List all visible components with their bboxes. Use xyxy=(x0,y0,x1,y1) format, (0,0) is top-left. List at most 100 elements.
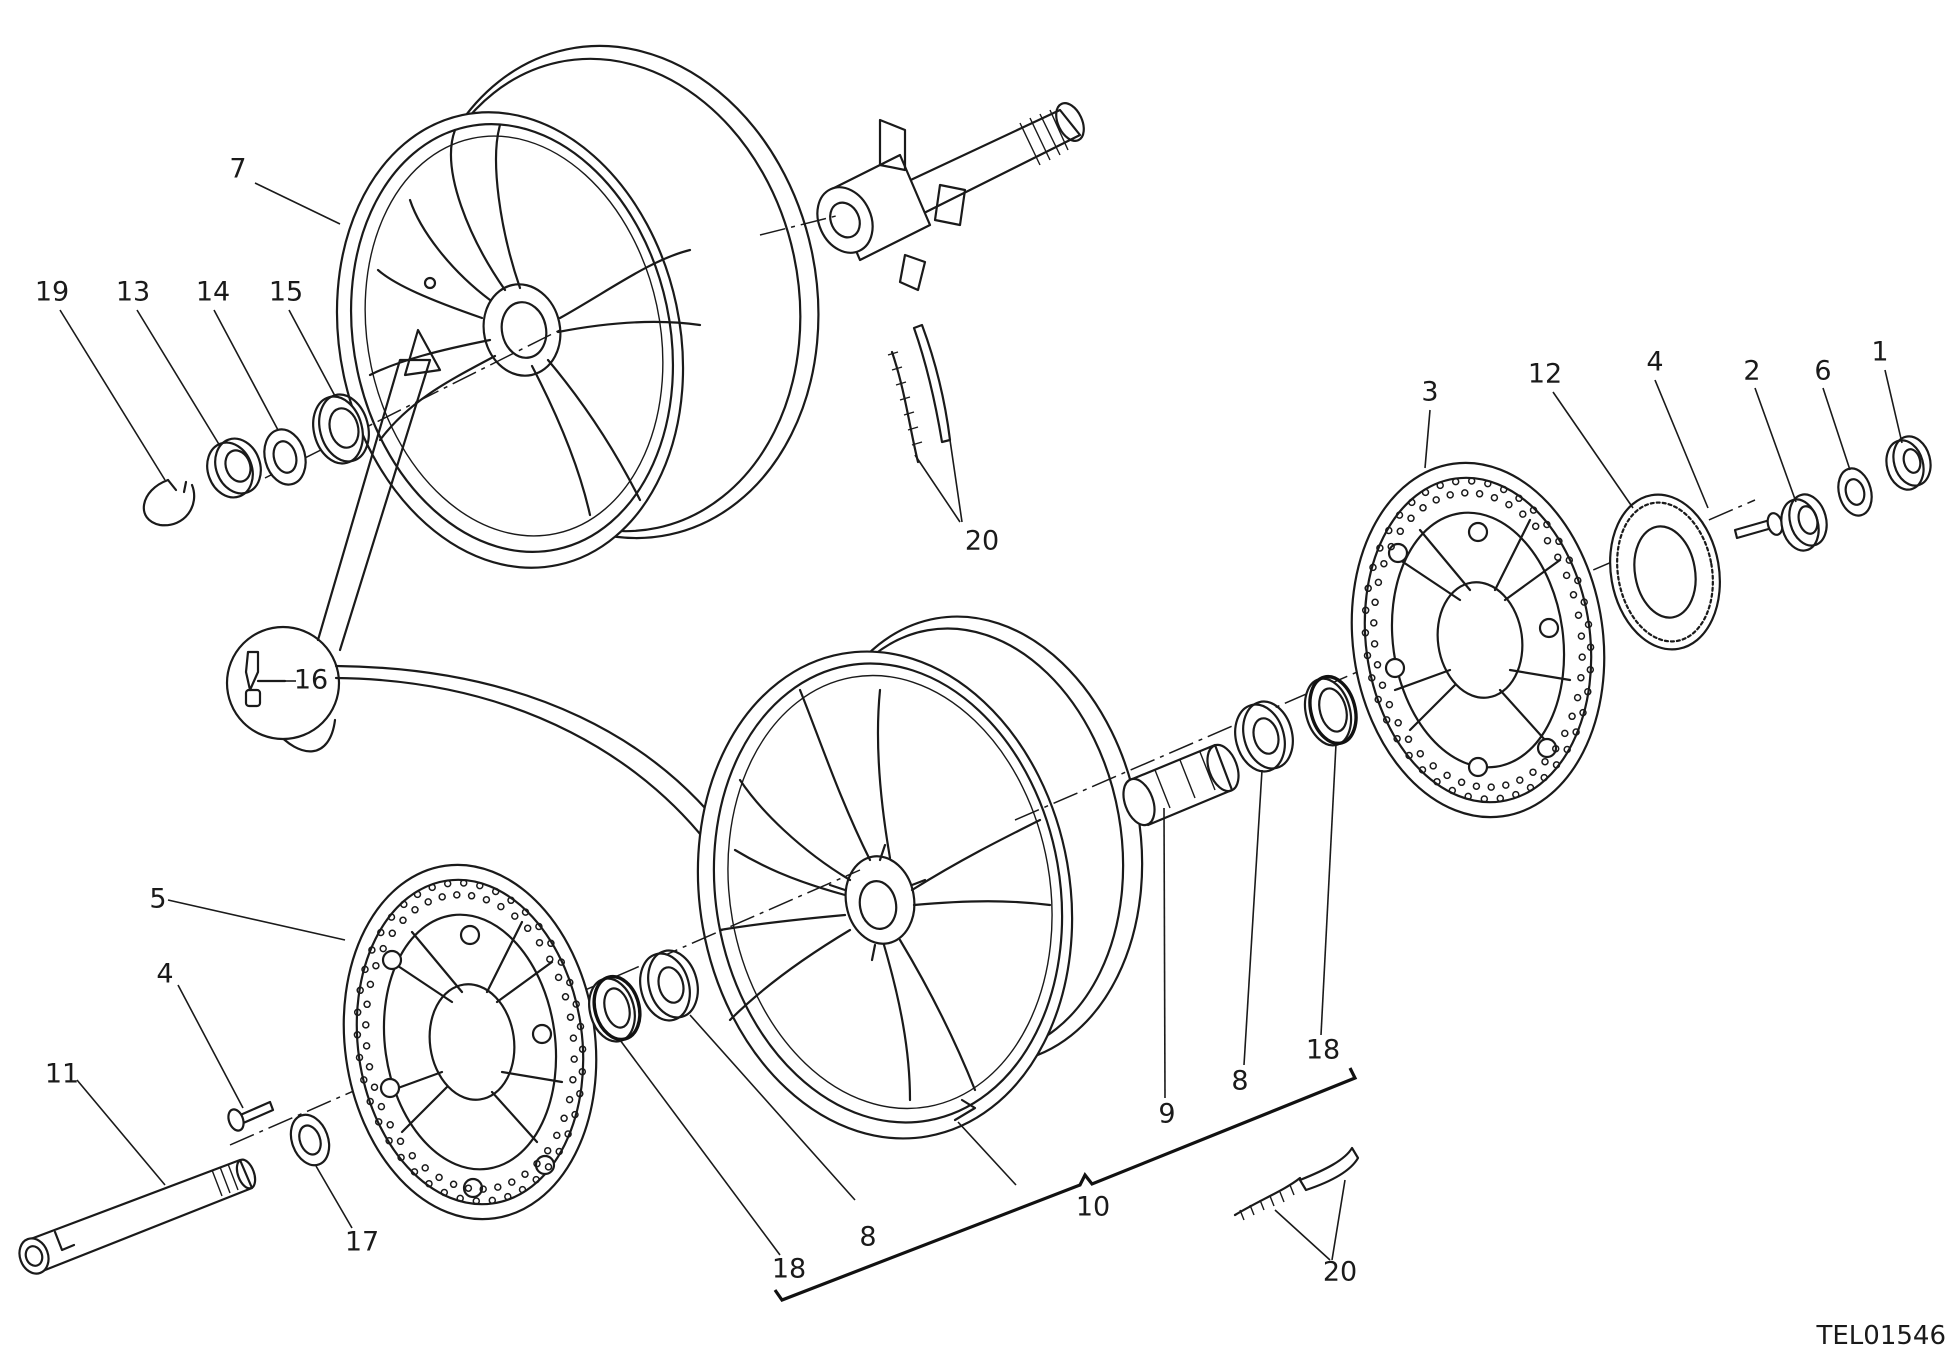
disc-hole xyxy=(1436,481,1444,490)
disc-hole xyxy=(1374,578,1383,587)
disc-hole xyxy=(467,892,476,900)
disc-hole xyxy=(557,958,566,966)
hub-spacer xyxy=(1122,743,1240,827)
disc-hole xyxy=(1364,584,1372,593)
disc-hole xyxy=(1443,771,1451,780)
disc-hole xyxy=(355,1053,364,1062)
disc-hole xyxy=(479,1185,487,1193)
disc-hole xyxy=(1586,643,1595,651)
disc-hole xyxy=(1457,778,1466,787)
disc-hole xyxy=(1563,745,1571,754)
disc-hole xyxy=(1565,556,1574,564)
disc-hole xyxy=(1484,479,1492,488)
disc-hole xyxy=(1584,620,1593,629)
disc-hole xyxy=(1374,695,1382,704)
disc-hole xyxy=(397,1153,405,1162)
disc-hole xyxy=(1361,606,1370,615)
disc-hole xyxy=(1419,504,1427,512)
axle-nut-1 xyxy=(1885,435,1932,491)
spacer-2 xyxy=(1780,493,1828,552)
disc-hole xyxy=(456,1194,464,1203)
disc-hole xyxy=(570,1055,578,1063)
callout-1: 1 xyxy=(1871,337,1888,368)
disc-hole xyxy=(564,1130,572,1138)
callout-17: 17 xyxy=(345,1227,379,1258)
disc-hole xyxy=(1512,790,1520,799)
disc-hole xyxy=(408,1151,417,1160)
disc-hole xyxy=(572,1000,580,1008)
disc-hole xyxy=(561,993,570,1001)
callout-5: 5 xyxy=(149,884,166,915)
disc-hole xyxy=(1385,700,1394,709)
callout-20-bottom: 20 xyxy=(1323,1257,1357,1288)
front-wheel xyxy=(696,615,1144,1140)
disc-hole xyxy=(428,883,436,892)
bearing-right xyxy=(1234,700,1294,773)
callout-12: 12 xyxy=(1528,359,1562,390)
drawing-reference: TEL01546 xyxy=(1815,1321,1946,1351)
disc-hole xyxy=(1531,522,1540,531)
disc-hole xyxy=(1584,687,1592,696)
disc-hole xyxy=(374,1118,383,1126)
disc-hole xyxy=(379,944,387,953)
disc-hole xyxy=(1369,563,1377,572)
disc-hole xyxy=(1370,640,1379,648)
disc-hole xyxy=(449,1180,458,1189)
disc-hole xyxy=(569,1075,577,1084)
disc-hole xyxy=(1519,510,1527,518)
disc-hole xyxy=(1561,729,1569,738)
washer-17 xyxy=(289,1113,331,1167)
rear-axle-shaft xyxy=(816,102,1085,292)
disc-hole xyxy=(360,1076,368,1084)
disc-screw-right xyxy=(1733,512,1784,540)
disc-hole xyxy=(1541,757,1549,766)
disc-hole xyxy=(504,1192,512,1201)
disc-hole xyxy=(363,1000,371,1009)
disc-hole xyxy=(424,898,432,906)
callout-11: 11 xyxy=(45,1059,79,1090)
disc-hole xyxy=(1569,591,1578,599)
disc-hole xyxy=(362,1021,370,1029)
disc-hole xyxy=(1433,777,1441,786)
disc-hole xyxy=(366,1097,374,1106)
disc-hole xyxy=(1580,598,1588,606)
disc-hole xyxy=(1562,571,1571,580)
disc-hole xyxy=(387,913,396,921)
callout-18-right: 18 xyxy=(1306,1035,1340,1066)
disc-hole xyxy=(518,1185,527,1194)
disc-hole xyxy=(1407,514,1415,523)
disc-hole xyxy=(578,1067,587,1076)
disc-hole xyxy=(1529,768,1537,776)
disc-hole xyxy=(1394,719,1402,727)
disc-hole xyxy=(453,891,461,899)
disc-hole xyxy=(476,881,484,890)
brake-disc-right xyxy=(1350,461,1606,819)
disc-hole xyxy=(555,1147,563,1156)
disc-hole xyxy=(497,902,505,911)
rear-balance-weights xyxy=(887,323,952,464)
disc-hole xyxy=(365,1063,374,1071)
disc-hole xyxy=(1516,776,1524,784)
callout-9: 9 xyxy=(1158,1099,1175,1130)
disc-hole xyxy=(472,1197,481,1205)
disc-hole xyxy=(1552,761,1561,769)
disc-hole xyxy=(1572,728,1580,736)
disc-hole xyxy=(396,1137,405,1146)
disc-hole xyxy=(1577,673,1585,682)
disc-hole xyxy=(1382,716,1391,724)
disc-hole xyxy=(1361,629,1370,637)
disc-hole xyxy=(1408,498,1416,507)
disc-hole xyxy=(482,895,491,904)
disc-hole xyxy=(1529,506,1538,514)
disc-hole xyxy=(1404,735,1413,744)
disc-hole xyxy=(443,879,452,888)
disc-hole xyxy=(1555,537,1563,546)
disc-hole xyxy=(1461,489,1469,497)
disc-hole xyxy=(353,1008,362,1017)
disc-hole xyxy=(543,1146,552,1155)
disc-hole xyxy=(425,1179,433,1188)
disc-hole xyxy=(565,1095,574,1104)
disc-hole xyxy=(1577,632,1586,640)
disc-hole xyxy=(491,887,500,896)
